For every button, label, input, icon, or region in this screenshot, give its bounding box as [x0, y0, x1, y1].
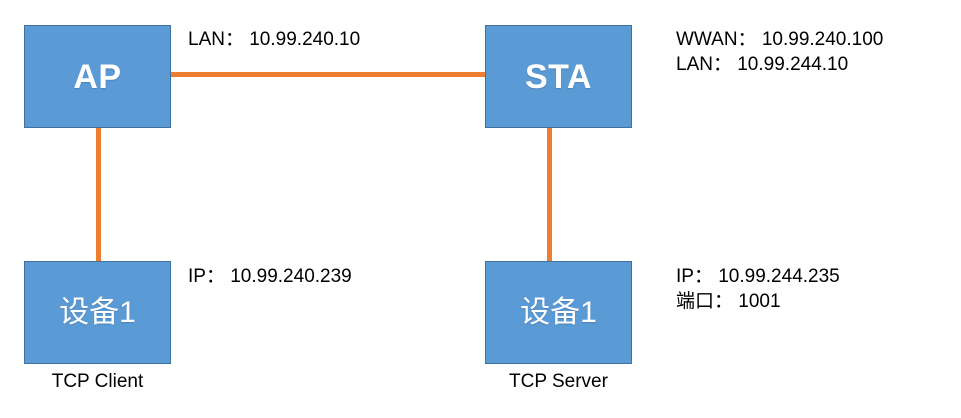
annotation-ap-lan: LAN： 10.99.240.10: [188, 29, 361, 50]
node-device-left[interactable]: 设备1: [24, 261, 171, 364]
caption-tcp-client: TCP Client: [51, 371, 144, 392]
annotation-sta-wwan: WWAN： 10.99.240.100: [676, 29, 884, 50]
link-ap-to-sta: [170, 72, 486, 77]
node-sta-label: STA: [525, 57, 592, 96]
link-sta-to-device-right: [547, 127, 552, 263]
node-ap-label: AP: [73, 57, 122, 96]
annotation-device-left-ip: IP： 10.99.240.239: [188, 266, 352, 287]
node-sta[interactable]: STA: [485, 25, 632, 128]
node-device-right-label: 设备1: [520, 295, 597, 329]
annotation-sta-lan: LAN： 10.99.244.10: [676, 54, 849, 75]
node-device-right[interactable]: 设备1: [485, 261, 632, 364]
node-ap[interactable]: AP: [24, 25, 171, 128]
caption-tcp-server: TCP Server: [509, 371, 608, 392]
annotation-device-right-port: 端口： 1001: [676, 291, 781, 312]
annotation-device-right-ip: IP： 10.99.244.235: [676, 266, 840, 287]
node-device-left-label: 设备1: [59, 295, 136, 329]
link-ap-to-device-left: [96, 127, 101, 263]
